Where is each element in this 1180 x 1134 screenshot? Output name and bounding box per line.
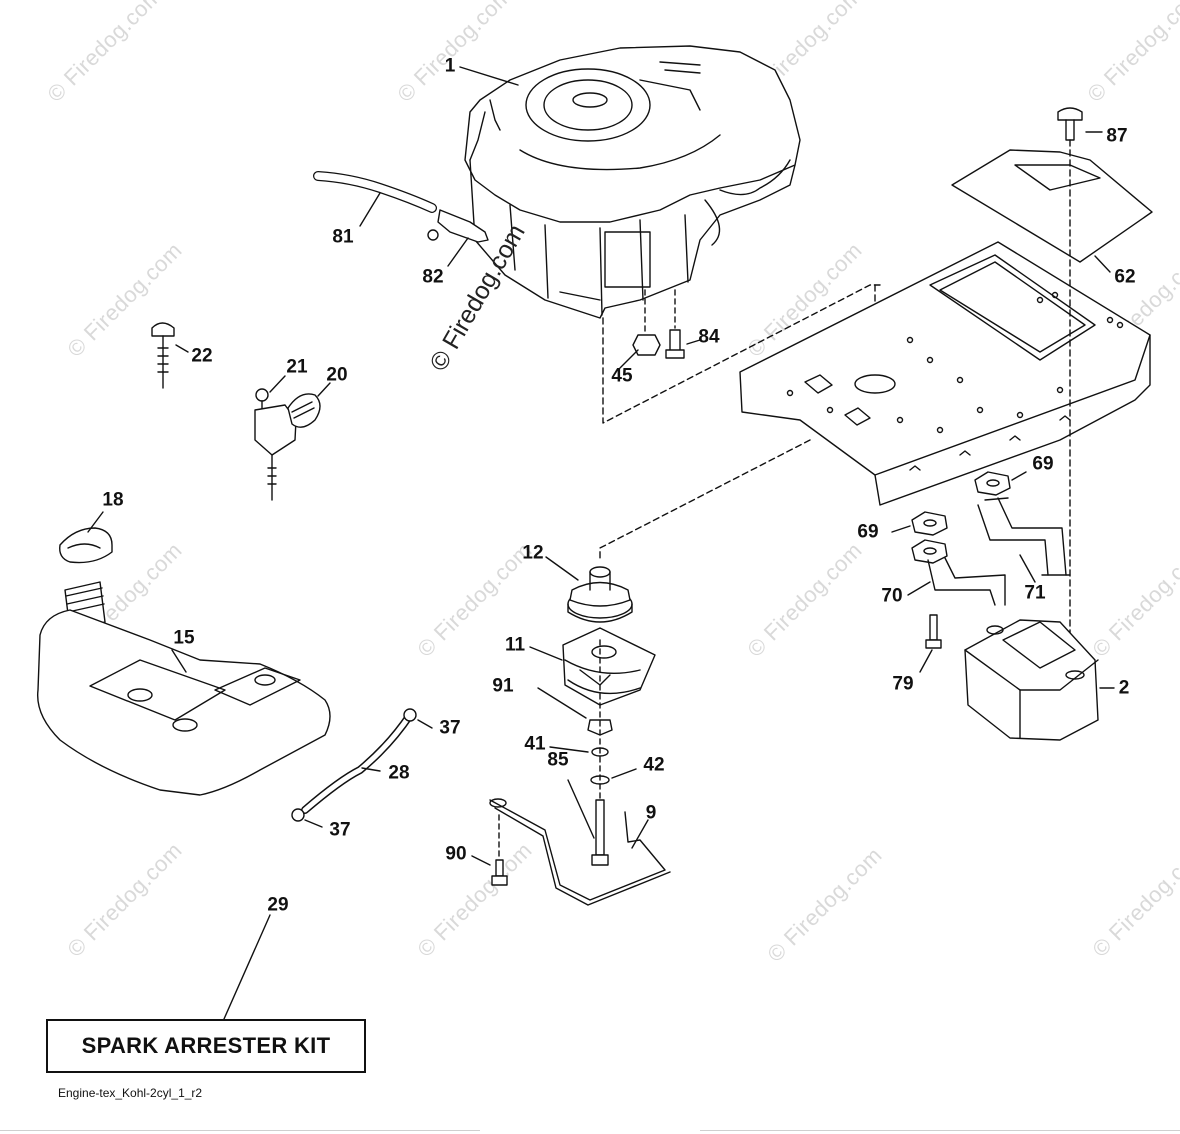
part-label: 12 — [522, 542, 544, 564]
part-label: 79 — [892, 673, 914, 695]
part-label: 37 — [329, 819, 351, 841]
frame — [739, 241, 1151, 506]
part-label: 37 — [439, 717, 461, 739]
part-label: 62 — [1114, 266, 1136, 288]
part-label: 45 — [611, 365, 633, 387]
part-label: 81 — [332, 226, 354, 248]
part-label: 29 — [267, 894, 289, 916]
part-label: 22 — [191, 345, 213, 367]
part-label: 2 — [1118, 677, 1130, 699]
part-label: 9 — [645, 802, 657, 824]
part-label: 70 — [881, 585, 903, 607]
part-label: 1 — [444, 55, 456, 77]
part-label: 11 — [504, 634, 526, 656]
part-label: 20 — [326, 364, 348, 386]
part-label: 69 — [1032, 453, 1054, 475]
part-label: 28 — [388, 762, 410, 784]
part-label: 21 — [286, 356, 308, 378]
part-label: 84 — [698, 326, 720, 348]
part-label: 42 — [643, 754, 665, 776]
part-label: 90 — [445, 843, 467, 865]
part-label: 85 — [547, 749, 569, 771]
engine — [464, 45, 801, 319]
part-label: 91 — [492, 675, 514, 697]
part-label: 87 — [1106, 125, 1128, 147]
part-label: 15 — [173, 627, 195, 649]
part-label: 41 — [524, 733, 546, 755]
part-label: 18 — [102, 489, 124, 511]
part-label: 69 — [857, 521, 879, 543]
diagram-reference: Engine-tex_Kohl-2cyl_1_r2 — [58, 1086, 203, 1100]
spark-arrester-kit-box: SPARK ARRESTER KIT — [46, 1019, 366, 1073]
spark-arrester-kit-label: SPARK ARRESTER KIT — [81, 1033, 331, 1058]
footer-divider — [700, 1130, 1180, 1131]
part-label: 71 — [1024, 582, 1046, 604]
footer-divider — [0, 1130, 480, 1131]
part-label: 82 — [422, 266, 444, 288]
